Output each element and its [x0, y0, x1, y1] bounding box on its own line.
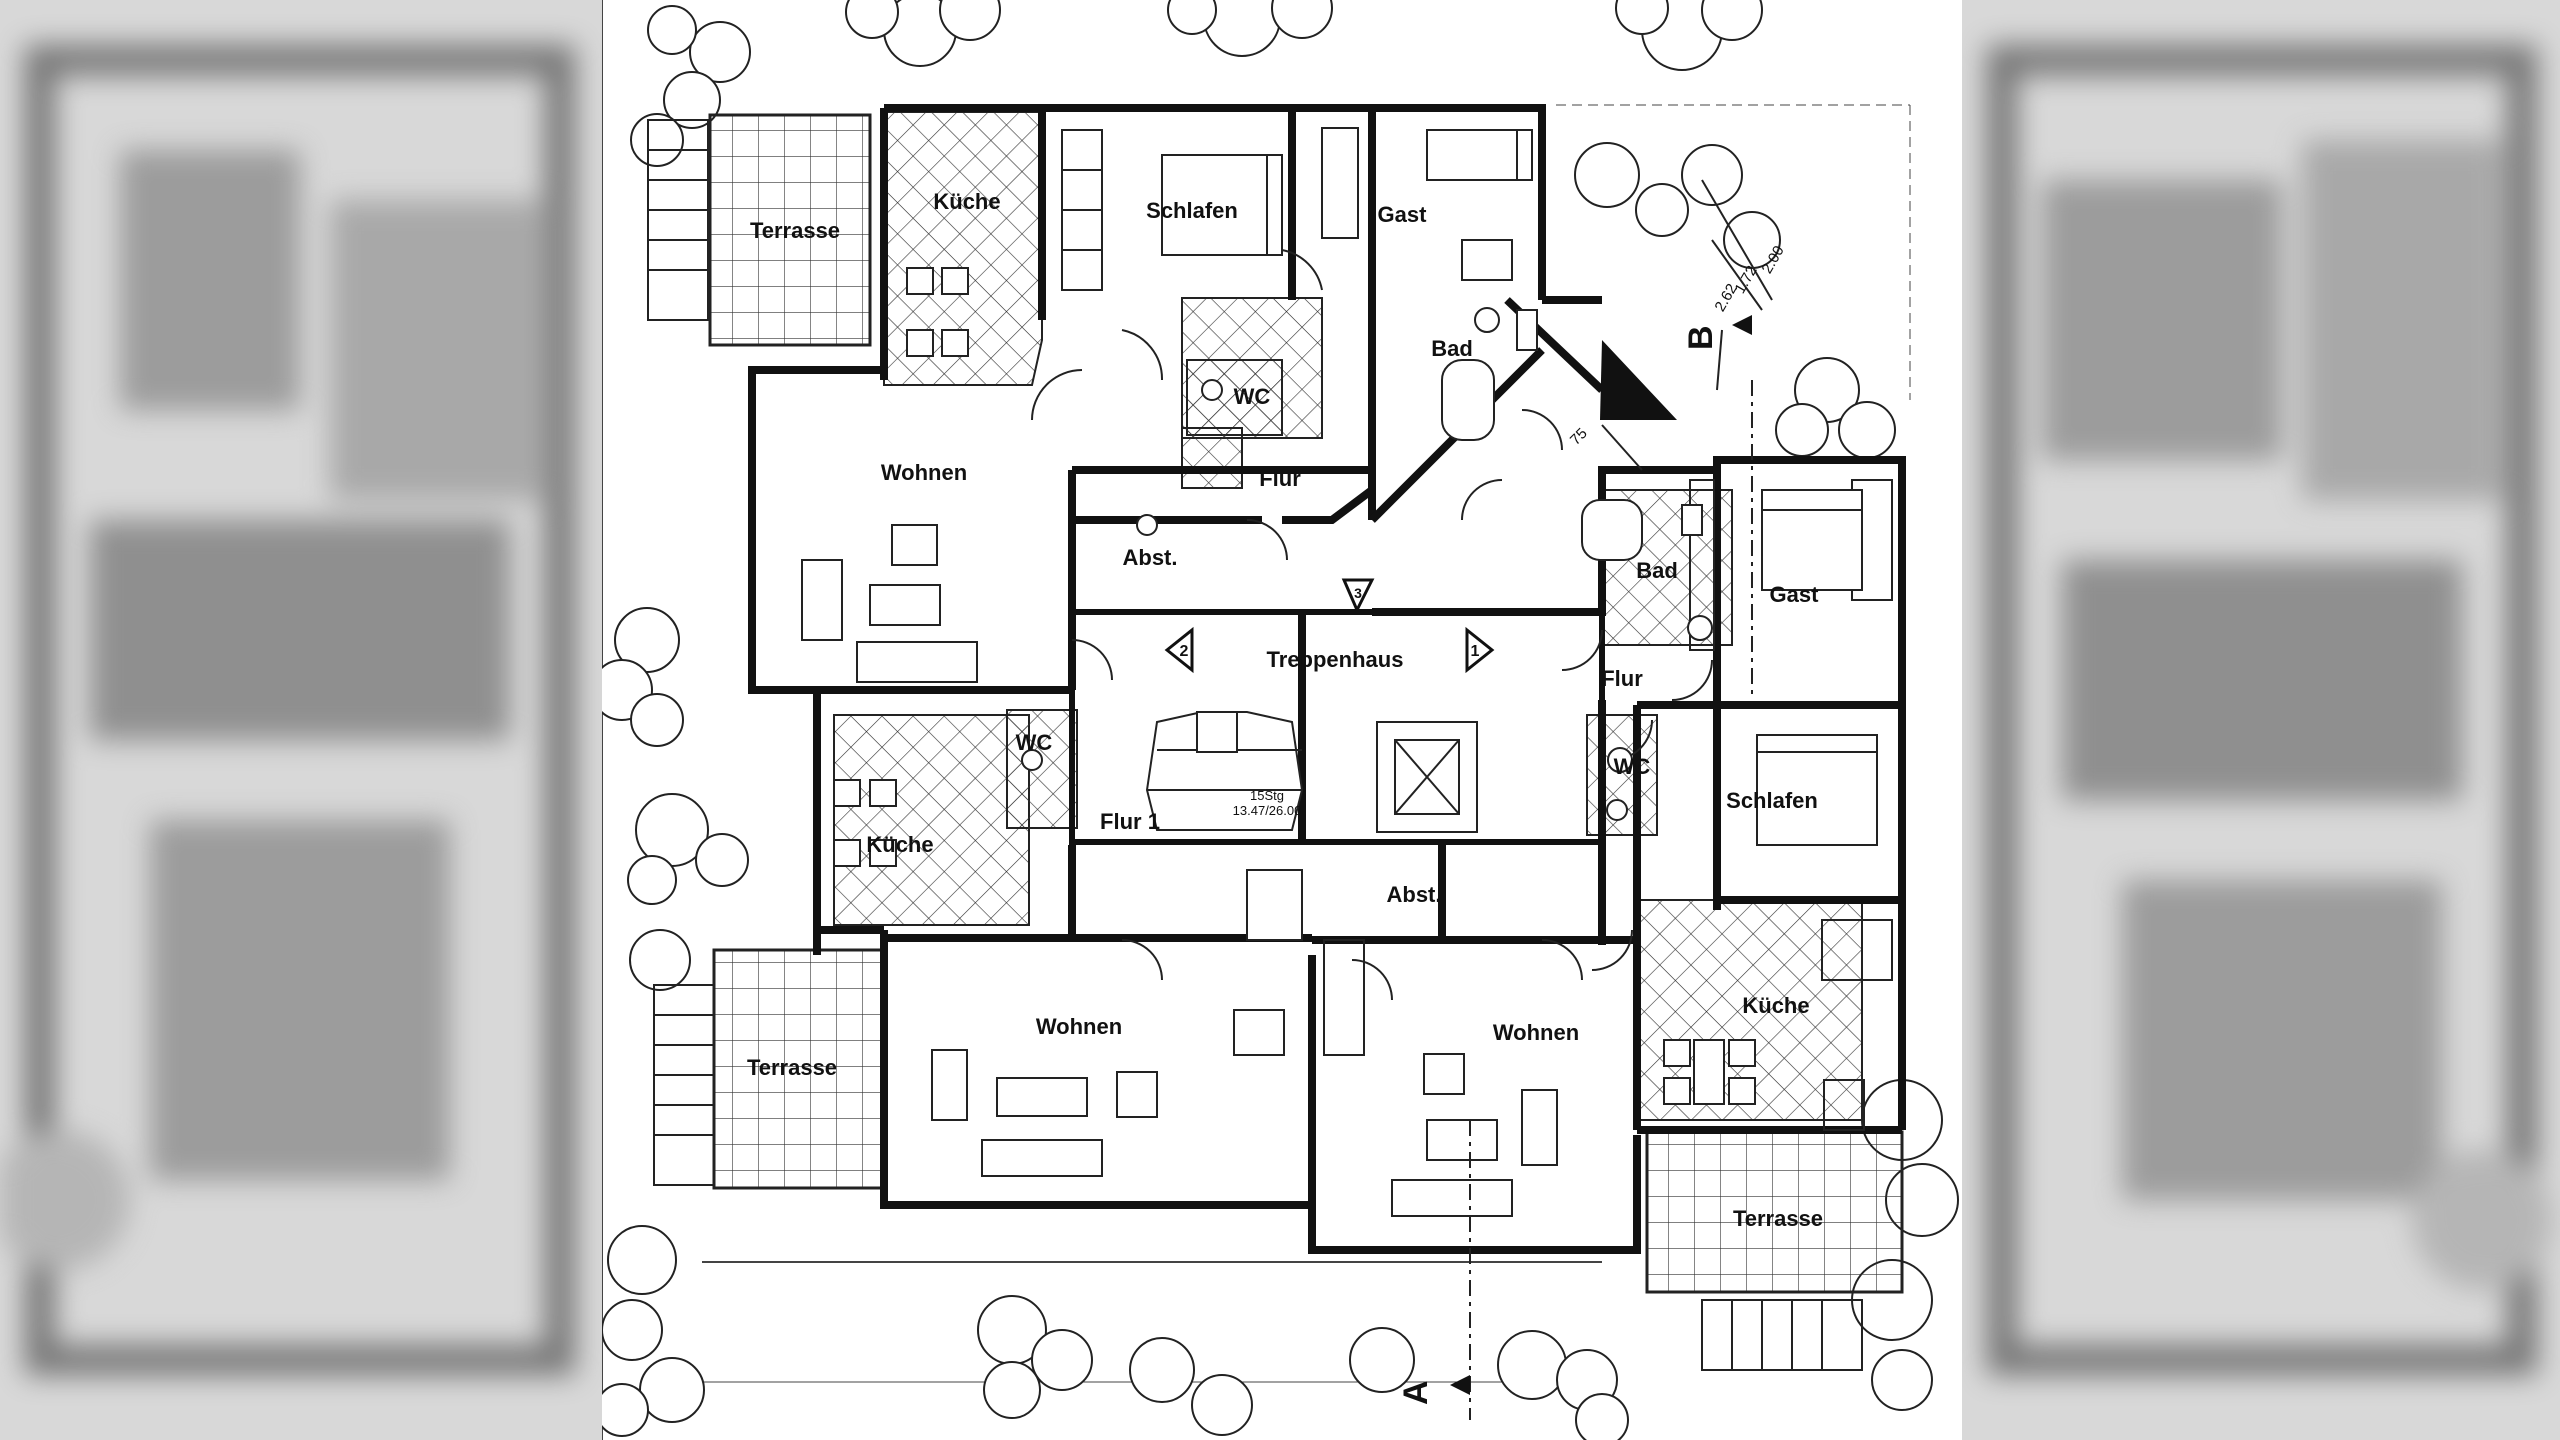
- stair-steps-label: 15Stg: [1250, 788, 1284, 803]
- floor-plan: 2 1 3 15Stg 13.47/26.00 2.00 1.72 2.62 7…: [602, 0, 1962, 1440]
- room-label-kueche-w: Küche: [866, 832, 933, 857]
- stair-markers: [1164, 578, 1495, 674]
- room-label-schlafen-e: Schlafen: [1726, 788, 1818, 813]
- room-label-schlafen-n: Schlafen: [1146, 198, 1238, 223]
- room-labels: Terrasse Küche Schlafen Gast Bad WC Flur…: [747, 189, 1823, 1231]
- room-label-kueche-n: Küche: [933, 189, 1000, 214]
- room-label-terrasse-sw: Terrasse: [747, 1055, 837, 1080]
- room-label-flur-e: Flur: [1601, 666, 1643, 691]
- room-label-wc-w: WC: [1016, 730, 1053, 755]
- room-label-terrasse-se: Terrasse: [1733, 1206, 1823, 1231]
- stair-ratio-label: 13.47/26.00: [1233, 803, 1302, 818]
- room-label-terrasse-nw: Terrasse: [750, 218, 840, 243]
- room-label-flur-1: Flur 1: [1100, 809, 1160, 834]
- dimension-lines: [1469, 179, 1773, 1420]
- room-label-gast-n: Gast: [1378, 202, 1428, 227]
- room-label-treppenhaus: Treppenhaus: [1267, 647, 1404, 672]
- stair-marker-2: 2: [1180, 643, 1189, 660]
- blurred-background-right: [1962, 0, 2560, 1440]
- room-label-wohnen-n: Wohnen: [881, 460, 967, 485]
- room-label-bad-n: Bad: [1431, 336, 1473, 361]
- room-label-wohnen-sw: Wohnen: [1036, 1014, 1122, 1039]
- section-mark-a-arrow: [1450, 1375, 1470, 1395]
- section-mark-a: A: [1397, 1380, 1435, 1405]
- room-label-bad-e: Bad: [1636, 558, 1678, 583]
- room-label-abst-n: Abst.: [1123, 545, 1178, 570]
- room-label-wc-e: WC: [1614, 754, 1651, 779]
- tiled-floors: [833, 111, 1863, 1121]
- section-marker-b-triangle: [1600, 340, 1677, 420]
- room-label-kueche-e: Küche: [1742, 993, 1809, 1018]
- room-label-gast-e: Gast: [1770, 582, 1820, 607]
- room-label-wohnen-s: Wohnen: [1493, 1020, 1579, 1045]
- dimension-75: 75: [1567, 425, 1591, 449]
- floor-plan-drawing: 2 1 3 15Stg 13.47/26.00 2.00 1.72 2.62 7…: [602, 0, 1959, 1440]
- stair-marker-3: 3: [1354, 585, 1362, 601]
- terraces: [647, 113, 1904, 1371]
- section-mark-b-arrow: [1732, 315, 1752, 335]
- room-label-wc-n: WC: [1234, 384, 1271, 409]
- room-label-abst-s: Abst.: [1387, 882, 1442, 907]
- furniture: [801, 129, 1878, 1217]
- walls: [748, 104, 1906, 1254]
- room-label-flur-n: Flur: [1259, 466, 1301, 491]
- section-mark-b: B: [1682, 325, 1720, 350]
- stair-marker-1: 1: [1471, 643, 1480, 660]
- blurred-background-left: [0, 0, 602, 1440]
